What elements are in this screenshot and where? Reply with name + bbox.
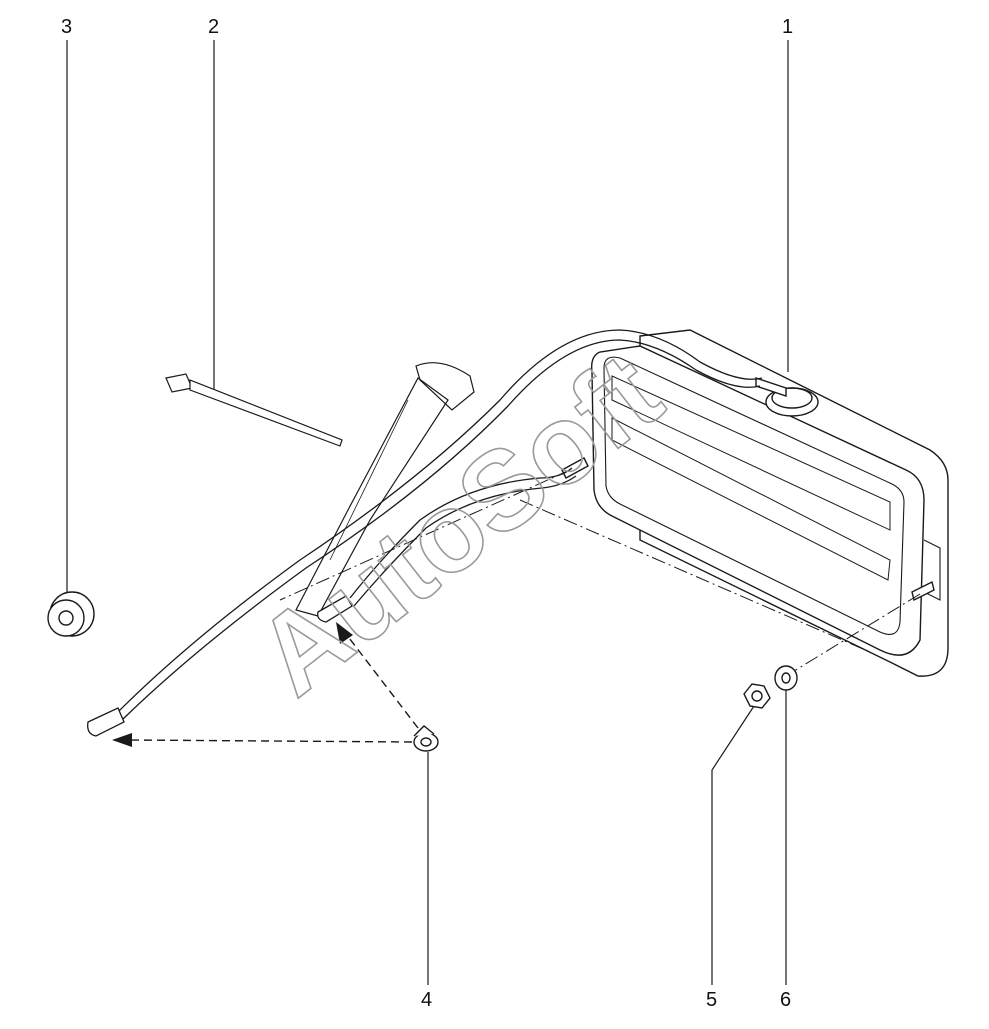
callout-4: 4	[421, 989, 432, 1011]
callout-6: 6	[780, 989, 791, 1011]
washer-hose-short	[317, 467, 577, 623]
grommet	[47, 591, 95, 637]
lock-washer	[774, 665, 798, 691]
hose-clamp	[413, 725, 439, 752]
cable-tie	[165, 373, 343, 447]
arrow-head-left	[112, 733, 132, 747]
hex-nut	[743, 683, 771, 709]
washer-hose-long	[87, 329, 763, 737]
washer-reservoir-tank	[561, 329, 949, 677]
callout-3: 3	[61, 16, 72, 38]
clamp-direction-arrows	[127, 633, 419, 743]
callout-1: 1	[782, 16, 793, 38]
alignment-lines	[279, 469, 921, 677]
arrow-head-up	[336, 622, 353, 644]
leader-line-5	[711, 705, 755, 985]
callout-5: 5	[706, 989, 717, 1011]
callout-2: 2	[208, 16, 219, 38]
